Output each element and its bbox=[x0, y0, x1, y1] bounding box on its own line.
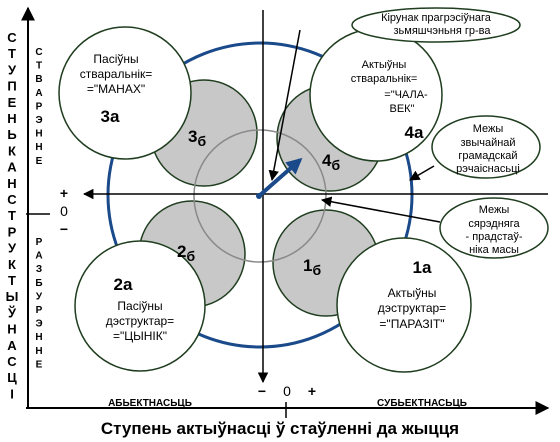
y-title-letter: Н bbox=[7, 176, 16, 191]
average-callout-bubble bbox=[439, 197, 549, 259]
zone-3a-line-1: Пасіўны bbox=[93, 52, 138, 66]
y-title-letter: К bbox=[8, 257, 16, 272]
zone-2b-label: 2б bbox=[177, 242, 195, 264]
society-boundary-circle bbox=[106, 41, 414, 349]
y-upper-letter: Т bbox=[36, 61, 42, 72]
average-callout-line-4: ніка масы bbox=[469, 244, 519, 256]
progress-direction-arrow bbox=[257, 157, 303, 198]
y-upper-letter: Р bbox=[36, 101, 43, 112]
y-title-letter: А bbox=[7, 338, 17, 353]
y-upper-letter: С bbox=[35, 47, 42, 58]
y-lower-letter: Э bbox=[35, 319, 42, 330]
y-lower-letter: З bbox=[36, 264, 42, 275]
zone-1a-line-1: Актыўны bbox=[388, 286, 437, 300]
zone-2a-circle bbox=[74, 240, 206, 372]
y-lower-letter: А bbox=[35, 251, 42, 262]
zone-1a-line-3: ="ПАРАЗІТ" bbox=[379, 317, 444, 331]
society-callout-bubble bbox=[431, 115, 541, 179]
direction-callout-bubble bbox=[351, 7, 521, 43]
x-zero-label: 0 bbox=[283, 383, 291, 399]
y-title-letter: К bbox=[8, 143, 16, 158]
y-upper-letter: В bbox=[35, 74, 42, 85]
y-title-letter: І bbox=[10, 386, 14, 401]
y-title-letter: С bbox=[7, 354, 17, 369]
y-title-letter: С bbox=[7, 30, 17, 45]
y-upper-letter: Н bbox=[35, 142, 42, 153]
y-upper-letter: Э bbox=[35, 115, 42, 126]
x-plus-sign: + bbox=[308, 383, 316, 399]
y-lower-letter: Е bbox=[36, 359, 43, 370]
average-callout-line-2: сярэдняга bbox=[468, 218, 520, 230]
y-title-letter: Р bbox=[8, 224, 17, 239]
zone-4a-line-1: Актыўны bbox=[362, 59, 407, 71]
y-title-letter: У bbox=[8, 241, 17, 256]
zone-3a-line-3: ="МАНАХ" bbox=[87, 82, 145, 96]
society-callout-line-1: Межы bbox=[473, 123, 504, 135]
x-axis-right-label: СУБЬЕКТНАСЬЦЬ bbox=[377, 398, 467, 409]
y-title-letter: Т bbox=[8, 46, 16, 61]
society-callout-line-2: звычайнай bbox=[460, 137, 515, 149]
y-lower-letter: У bbox=[36, 291, 43, 302]
zone-2a-line-2: дэструктар= bbox=[106, 314, 174, 328]
average-callout-pointer bbox=[320, 196, 441, 223]
y-title-letter: Е bbox=[8, 95, 17, 110]
zone-3a-line-2: стваральнік= bbox=[80, 67, 153, 81]
y-lower-letter: Н bbox=[35, 346, 42, 357]
y-title-letter: Т bbox=[8, 208, 16, 223]
y-zero-label: 0 bbox=[60, 203, 68, 219]
zone-2a-line-3: ="ЦЫНІК" bbox=[113, 329, 167, 343]
y-lower-letter: Р bbox=[36, 305, 43, 316]
average-callout-line-3: - прадстаў- bbox=[465, 231, 522, 243]
center-point bbox=[256, 193, 262, 199]
x-axis-title: Ступень актыўнасці ў стаўленні да жыцця bbox=[101, 419, 459, 438]
zone-2a-line-1: Пасіўны bbox=[117, 299, 162, 313]
x-minus-sign: − bbox=[258, 383, 266, 399]
y-title-letter: С bbox=[7, 192, 17, 207]
society-callout-pointer bbox=[409, 165, 435, 181]
zone-1a-number: 1а bbox=[413, 258, 432, 277]
y-lower-letter: Р bbox=[36, 237, 43, 248]
y-upper-letter: Е bbox=[36, 156, 43, 167]
zone-4b-label: 4б bbox=[322, 151, 340, 173]
zone-1a-line-2: дэструктар= bbox=[378, 301, 446, 315]
y-minus-sign: − bbox=[60, 221, 68, 237]
average-callout-line-1: Межы bbox=[479, 204, 510, 216]
direction-callout-pointer bbox=[268, 29, 301, 182]
y-title-letter: Н bbox=[7, 111, 16, 126]
y-lower-letter: Б bbox=[35, 278, 42, 289]
x-axis-left-label: АБЬЕКТНАСЬЦЬ bbox=[108, 398, 192, 409]
zone-3b-label: 3б bbox=[188, 127, 206, 149]
society-callout-line-4: рэчаіснасьці bbox=[456, 163, 520, 175]
average-boundary-circle bbox=[193, 129, 327, 263]
y-plus-sign: + bbox=[60, 185, 68, 201]
zone-4a-line-2: стваральнік= bbox=[351, 73, 418, 85]
zone-4a-line-4: ВЕК" bbox=[390, 103, 415, 115]
y-title-letter: Ў bbox=[7, 305, 17, 320]
zone-1b-label: 1б bbox=[303, 256, 321, 278]
zone-3a-number: 3а bbox=[101, 107, 120, 126]
y-title-letter: Н bbox=[7, 322, 16, 337]
y-title-letter: Ы bbox=[6, 289, 19, 304]
y-upper-letter: А bbox=[35, 88, 42, 99]
direction-callout-line-1: Кірунак прагрэсіўнага bbox=[381, 12, 492, 24]
society-callout-line-3: грамадскай bbox=[458, 150, 517, 162]
direction-callout-line-2: зьмяшчэньня гр-ва bbox=[394, 25, 492, 37]
y-lower-letter: Н bbox=[35, 332, 42, 343]
zone-2a-number: 2а bbox=[114, 275, 133, 294]
y-title-letter: А bbox=[7, 160, 17, 175]
y-title-letter: Ь bbox=[7, 127, 16, 142]
zone-1a-circle bbox=[336, 237, 472, 373]
zone-4a-number: 4а bbox=[405, 123, 424, 142]
y-title-letter: Ц bbox=[7, 370, 17, 385]
y-title-letter: Т bbox=[8, 273, 16, 288]
y-upper-letter: Н bbox=[35, 129, 42, 140]
y-title-letter: П bbox=[7, 79, 16, 94]
zone-3a-circle bbox=[58, 26, 192, 160]
y-title-letter: У bbox=[8, 62, 17, 77]
zone-4a-line-3: ="ЧАЛА- bbox=[384, 89, 428, 101]
